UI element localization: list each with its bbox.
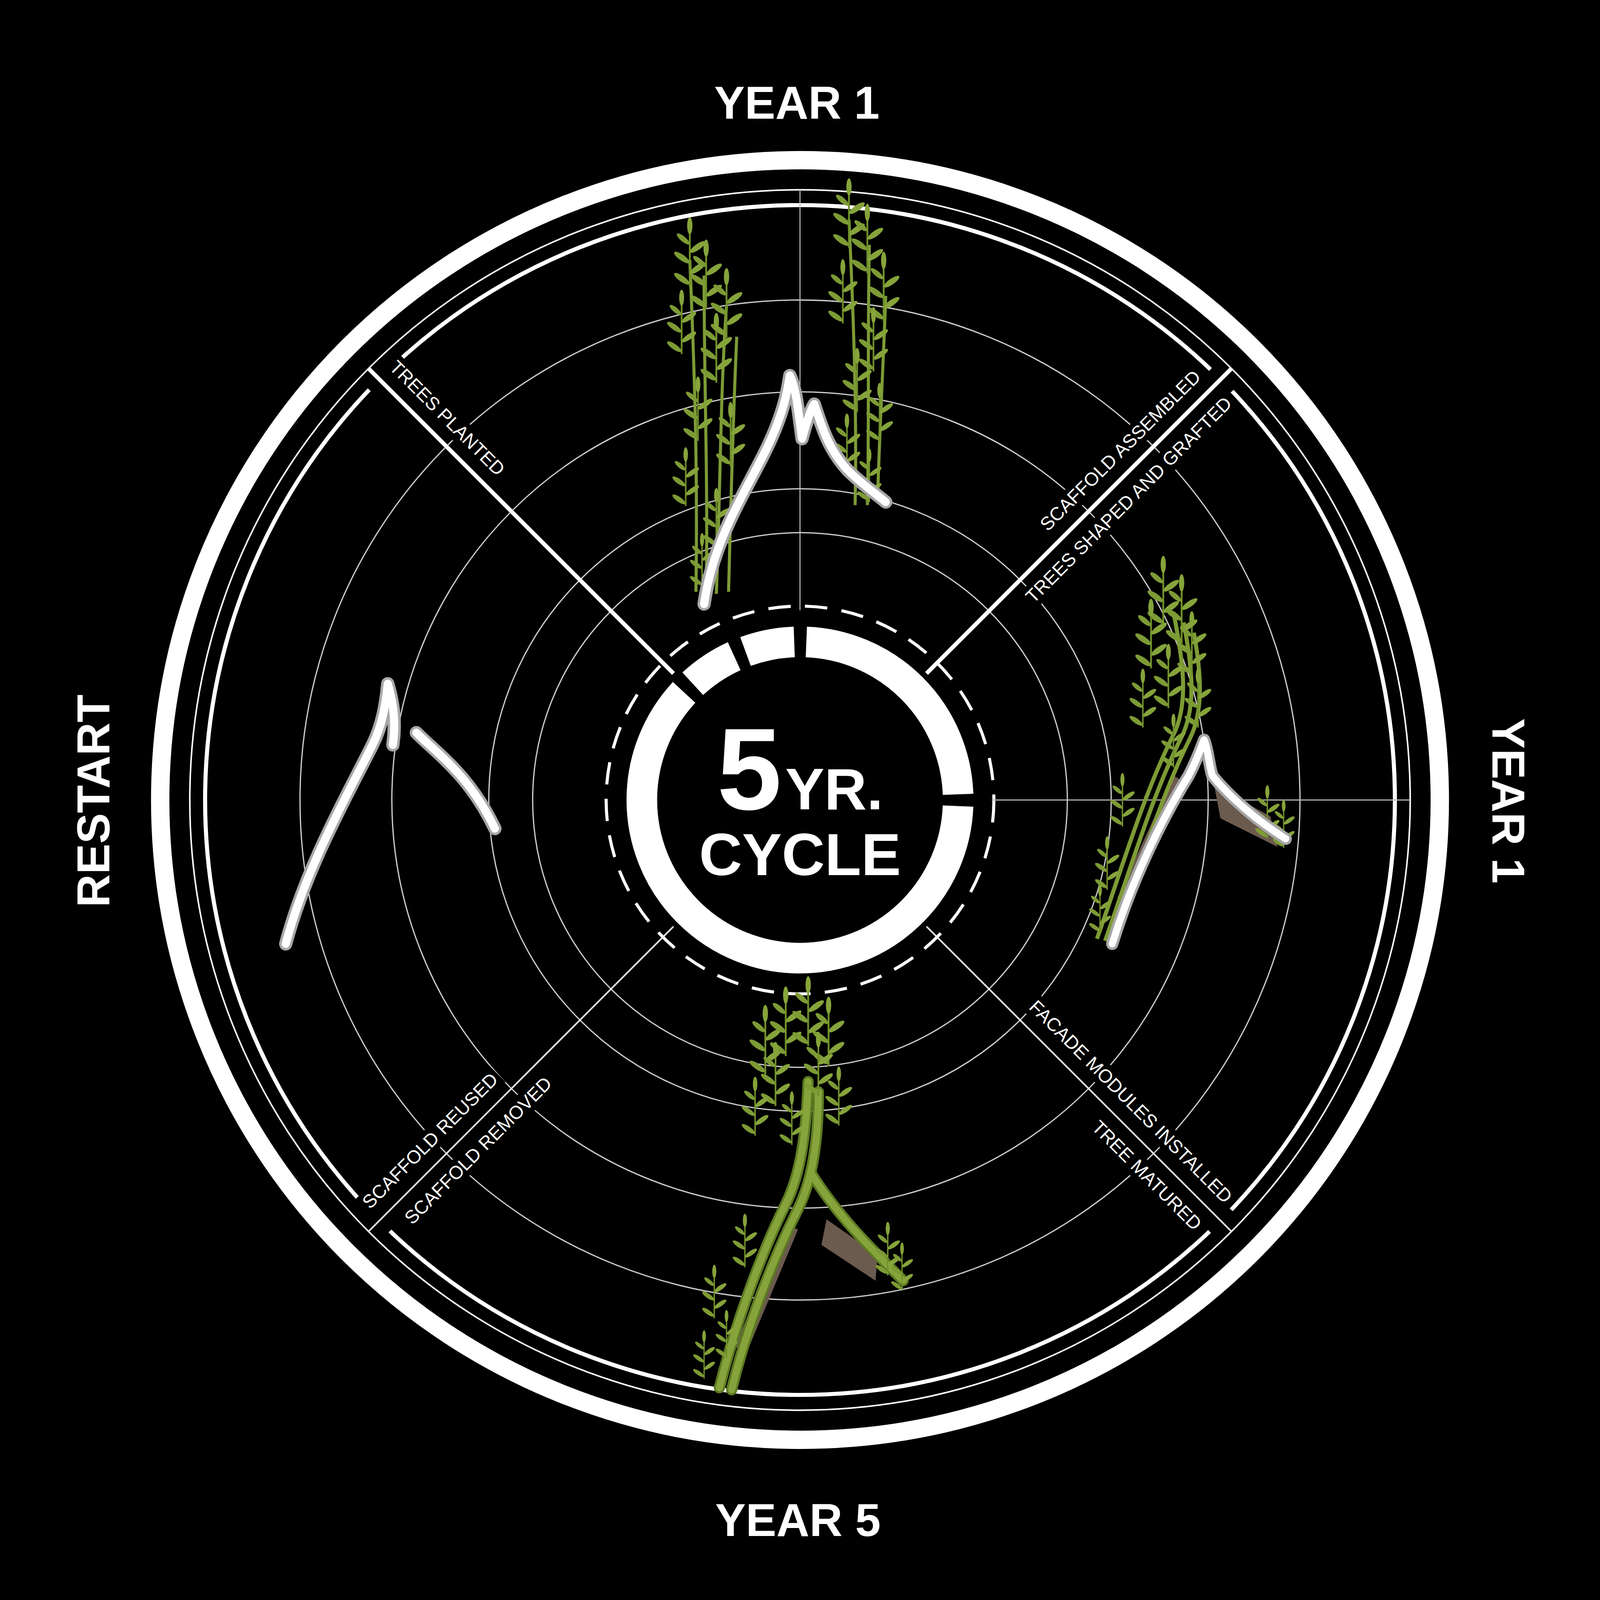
outer-ring bbox=[160, 160, 1440, 1440]
center-ring bbox=[641, 641, 959, 959]
scaffold-figure bbox=[285, 683, 496, 944]
cycle-center: 5YR.CYCLE bbox=[666, 666, 934, 934]
phase-heading: YEAR 5 bbox=[715, 1494, 881, 1547]
tree-matured-figure bbox=[692, 976, 914, 1390]
text-row: 5YR. bbox=[716, 715, 884, 823]
cycle-text: CYCLE bbox=[699, 824, 901, 885]
trees-planted-figure bbox=[665, 178, 901, 604]
trees-grafted-figure bbox=[1088, 556, 1296, 944]
cycle-text: YR. bbox=[785, 760, 884, 819]
phase-heading: YEAR 1 bbox=[1481, 718, 1535, 884]
phase-heading: RESTART bbox=[67, 694, 120, 908]
step-label: TREES PLANTED bbox=[382, 353, 513, 484]
dividers bbox=[368, 189, 1411, 1232]
step-label: FACADE MODULES INSTALLED bbox=[1021, 992, 1240, 1211]
thin-ring bbox=[189, 189, 1411, 1411]
text-row: CYCLE bbox=[699, 824, 901, 885]
phase-heading: YEAR 1 bbox=[714, 76, 880, 130]
cycle-number: 5 bbox=[716, 715, 782, 823]
